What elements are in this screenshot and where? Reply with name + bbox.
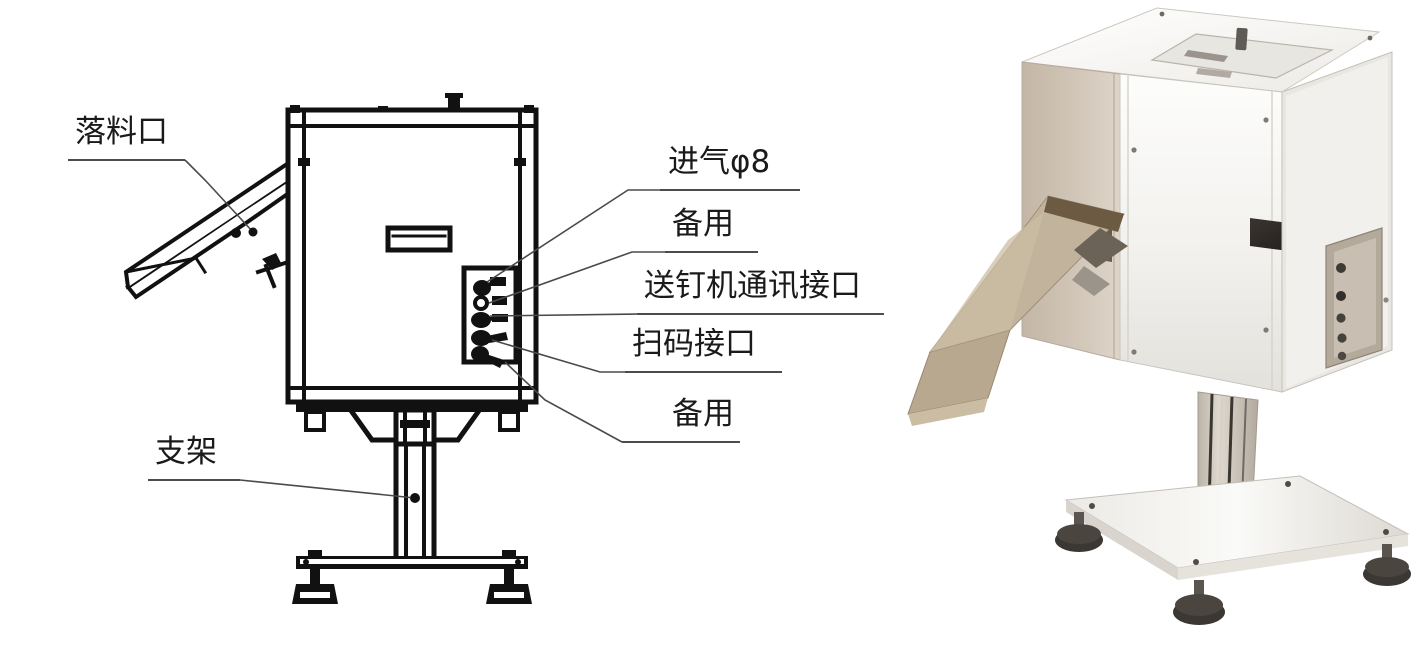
front-slot xyxy=(385,225,453,253)
callout-leader-lines xyxy=(184,159,665,503)
callout-label-spare-lower: 备用 xyxy=(672,396,734,432)
leveling-foot-right xyxy=(486,550,532,604)
photo-connectors xyxy=(1336,263,1347,361)
photo-cabinet-top xyxy=(1021,7,1381,93)
callout-label-spare-upper: 备用 xyxy=(672,206,734,242)
leader-line-spare-upper xyxy=(488,251,665,304)
leader-line-support-stand xyxy=(239,479,416,499)
callout-label-air-intake: 进气φ8 xyxy=(668,144,771,180)
photo-chute xyxy=(907,195,1128,426)
callout-label-scan-code-port: 扫码接口 xyxy=(632,326,756,362)
top-knob-icon xyxy=(445,93,463,110)
photo-feet xyxy=(1055,512,1411,625)
leader-terminator-support-stand xyxy=(410,493,420,503)
callout-label-support-stand: 支架 xyxy=(155,434,217,470)
leader-line-drop-outlet xyxy=(184,159,254,233)
callout-underlines xyxy=(68,159,884,481)
leader-line-nail-feeder-comm-port xyxy=(489,313,638,317)
port-spare-upper xyxy=(473,295,507,311)
cabinet-fasteners xyxy=(290,105,534,166)
base-plate xyxy=(296,556,528,569)
drop-chute xyxy=(123,154,309,300)
port-nail-feeder xyxy=(471,312,508,328)
leader-terminator-drop-outlet xyxy=(248,227,258,237)
callout-label-drop-outlet: 落料口 xyxy=(75,114,168,150)
photo-foot-front xyxy=(1173,580,1225,625)
photo-connector-panel xyxy=(1281,51,1393,393)
leader-line-scan-code-port xyxy=(491,339,625,373)
photo-foot-right xyxy=(1363,544,1411,586)
callout-label-nail-feeder-comm-port: 送钉机通讯接口 xyxy=(644,268,861,304)
mounting-bracket xyxy=(296,402,528,447)
port-spare-lower xyxy=(471,346,504,368)
leveling-foot-left xyxy=(292,550,338,604)
photo-cabinet-front xyxy=(1119,73,1312,393)
leader-line-air-intake xyxy=(486,189,660,283)
port-air-intake xyxy=(473,277,506,296)
leader-line-spare-lower xyxy=(504,361,623,443)
photo-foot-left xyxy=(1055,512,1103,552)
photo-base-plate xyxy=(1064,475,1410,580)
